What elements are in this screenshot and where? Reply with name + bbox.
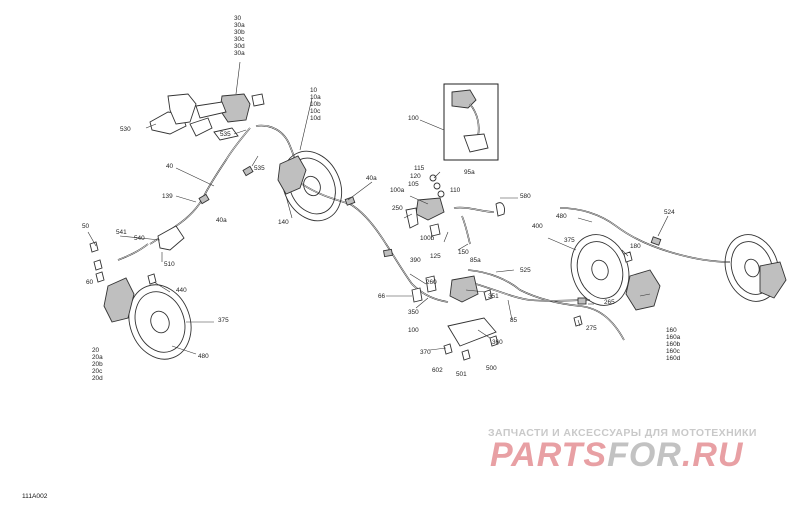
part-label: 350: [408, 309, 419, 316]
part-label: 360: [492, 339, 503, 346]
part-label: 510: [164, 261, 175, 268]
center-components: [405, 174, 505, 361]
part-label: 30a: [234, 22, 245, 29]
part-label: 20d: [92, 375, 103, 382]
part-label: 400: [532, 223, 543, 230]
watermark-brand-a: PARTS: [490, 436, 607, 474]
part-label: 541: [116, 229, 127, 236]
watermark-brand-b: FOR: [607, 436, 682, 474]
part-label: 140: [278, 219, 289, 226]
leader-lines-top: [145, 61, 259, 167]
part-label: 260: [426, 279, 437, 286]
rear-right-disc: [724, 234, 787, 302]
part-label: 20c: [92, 368, 103, 375]
part-label: 95a: [464, 169, 475, 176]
part-label: 375: [564, 237, 575, 244]
part-label: 30d: [234, 43, 245, 50]
part-label: 105: [408, 181, 419, 188]
watermark-brand-c: .RU: [682, 436, 744, 474]
part-label: 85a: [470, 257, 481, 264]
part-label: 100: [408, 115, 419, 122]
part-label: 10: [310, 87, 318, 94]
part-label: 160c: [666, 348, 681, 355]
part-label: 66: [378, 293, 386, 300]
part-label: 30c: [234, 36, 245, 43]
front-left-disc: [89, 225, 192, 360]
part-label: 100: [408, 327, 419, 334]
part-label: 110: [450, 187, 461, 194]
hose-clips: [198, 165, 393, 258]
part-label: 125: [430, 253, 441, 260]
part-label: 20: [92, 347, 100, 354]
part-label: 30: [234, 15, 242, 22]
part-label: 100a: [390, 187, 405, 194]
part-label: 180: [630, 243, 641, 250]
part-label: 370: [420, 349, 431, 356]
part-label: 480: [198, 353, 209, 360]
part-label: 602: [432, 367, 443, 374]
part-label: 20a: [92, 354, 103, 361]
part-label: 10d: [310, 115, 321, 122]
part-label: 390: [410, 257, 421, 264]
part-label: 85: [510, 317, 518, 324]
part-label: 500: [486, 365, 497, 372]
part-label: 275: [586, 325, 597, 332]
part-label: 580: [520, 193, 531, 200]
part-label: 535: [254, 165, 265, 172]
watermark: ЗАПЧАСТИ И АКСЕССУАРЫ ДЛЯ МОТОТЕХНИКИ PA…: [488, 427, 757, 474]
front-right-disc: [277, 150, 343, 222]
part-label: 160d: [666, 355, 681, 362]
part-label: 160a: [666, 334, 681, 341]
part-label: 530: [120, 126, 131, 133]
watermark-tagline: ЗАПЧАСТИ И АКСЕССУАРЫ ДЛЯ МОТОТЕХНИКИ: [488, 427, 757, 439]
diagram-reference-code: 111A002: [22, 493, 48, 500]
part-label: 139: [162, 193, 173, 200]
part-label: 40a: [366, 175, 377, 182]
part-label: 440: [176, 287, 187, 294]
part-label: 100b: [420, 235, 435, 242]
part-label: 30a: [234, 50, 245, 57]
part-label: 10c: [310, 108, 321, 115]
part-label: 40: [166, 163, 174, 170]
part-label: 10a: [310, 94, 321, 101]
part-label: 501: [456, 371, 467, 378]
part-label: 535: [220, 131, 231, 138]
part-label: 150: [458, 249, 469, 256]
part-label: 250: [392, 205, 403, 212]
part-label: 540: [134, 235, 145, 242]
part-label: 160b: [666, 341, 681, 348]
front-brake-hoses: [117, 124, 449, 303]
rear-brake-hoses: [467, 207, 731, 341]
part-label: 480: [556, 213, 567, 220]
part-label: 120: [410, 173, 421, 180]
part-label: 30b: [234, 29, 245, 36]
rear-master-cylinder-box: [443, 83, 499, 161]
part-label: 265: [604, 299, 615, 306]
part-label: 20b: [92, 361, 103, 368]
part-label: 40a: [216, 217, 227, 224]
part-label: 160: [666, 327, 677, 334]
part-label: 524: [664, 209, 675, 216]
watermark-brand: PARTSFOR.RU: [490, 436, 744, 474]
part-label: 60: [86, 279, 94, 286]
part-number-labels: 3030a30b30c30d30a5305355351010a10b10c10d…: [82, 15, 681, 382]
rear-left-disc: [570, 234, 661, 327]
part-label: 525: [520, 267, 531, 274]
part-label: 10b: [310, 101, 321, 108]
part-label: 351: [488, 293, 499, 300]
handlebar-master-cylinder: [149, 93, 265, 141]
part-label: 115: [414, 165, 425, 172]
leader-lines: [87, 97, 669, 355]
part-label: 50: [82, 223, 90, 230]
part-label: 375: [218, 317, 229, 324]
